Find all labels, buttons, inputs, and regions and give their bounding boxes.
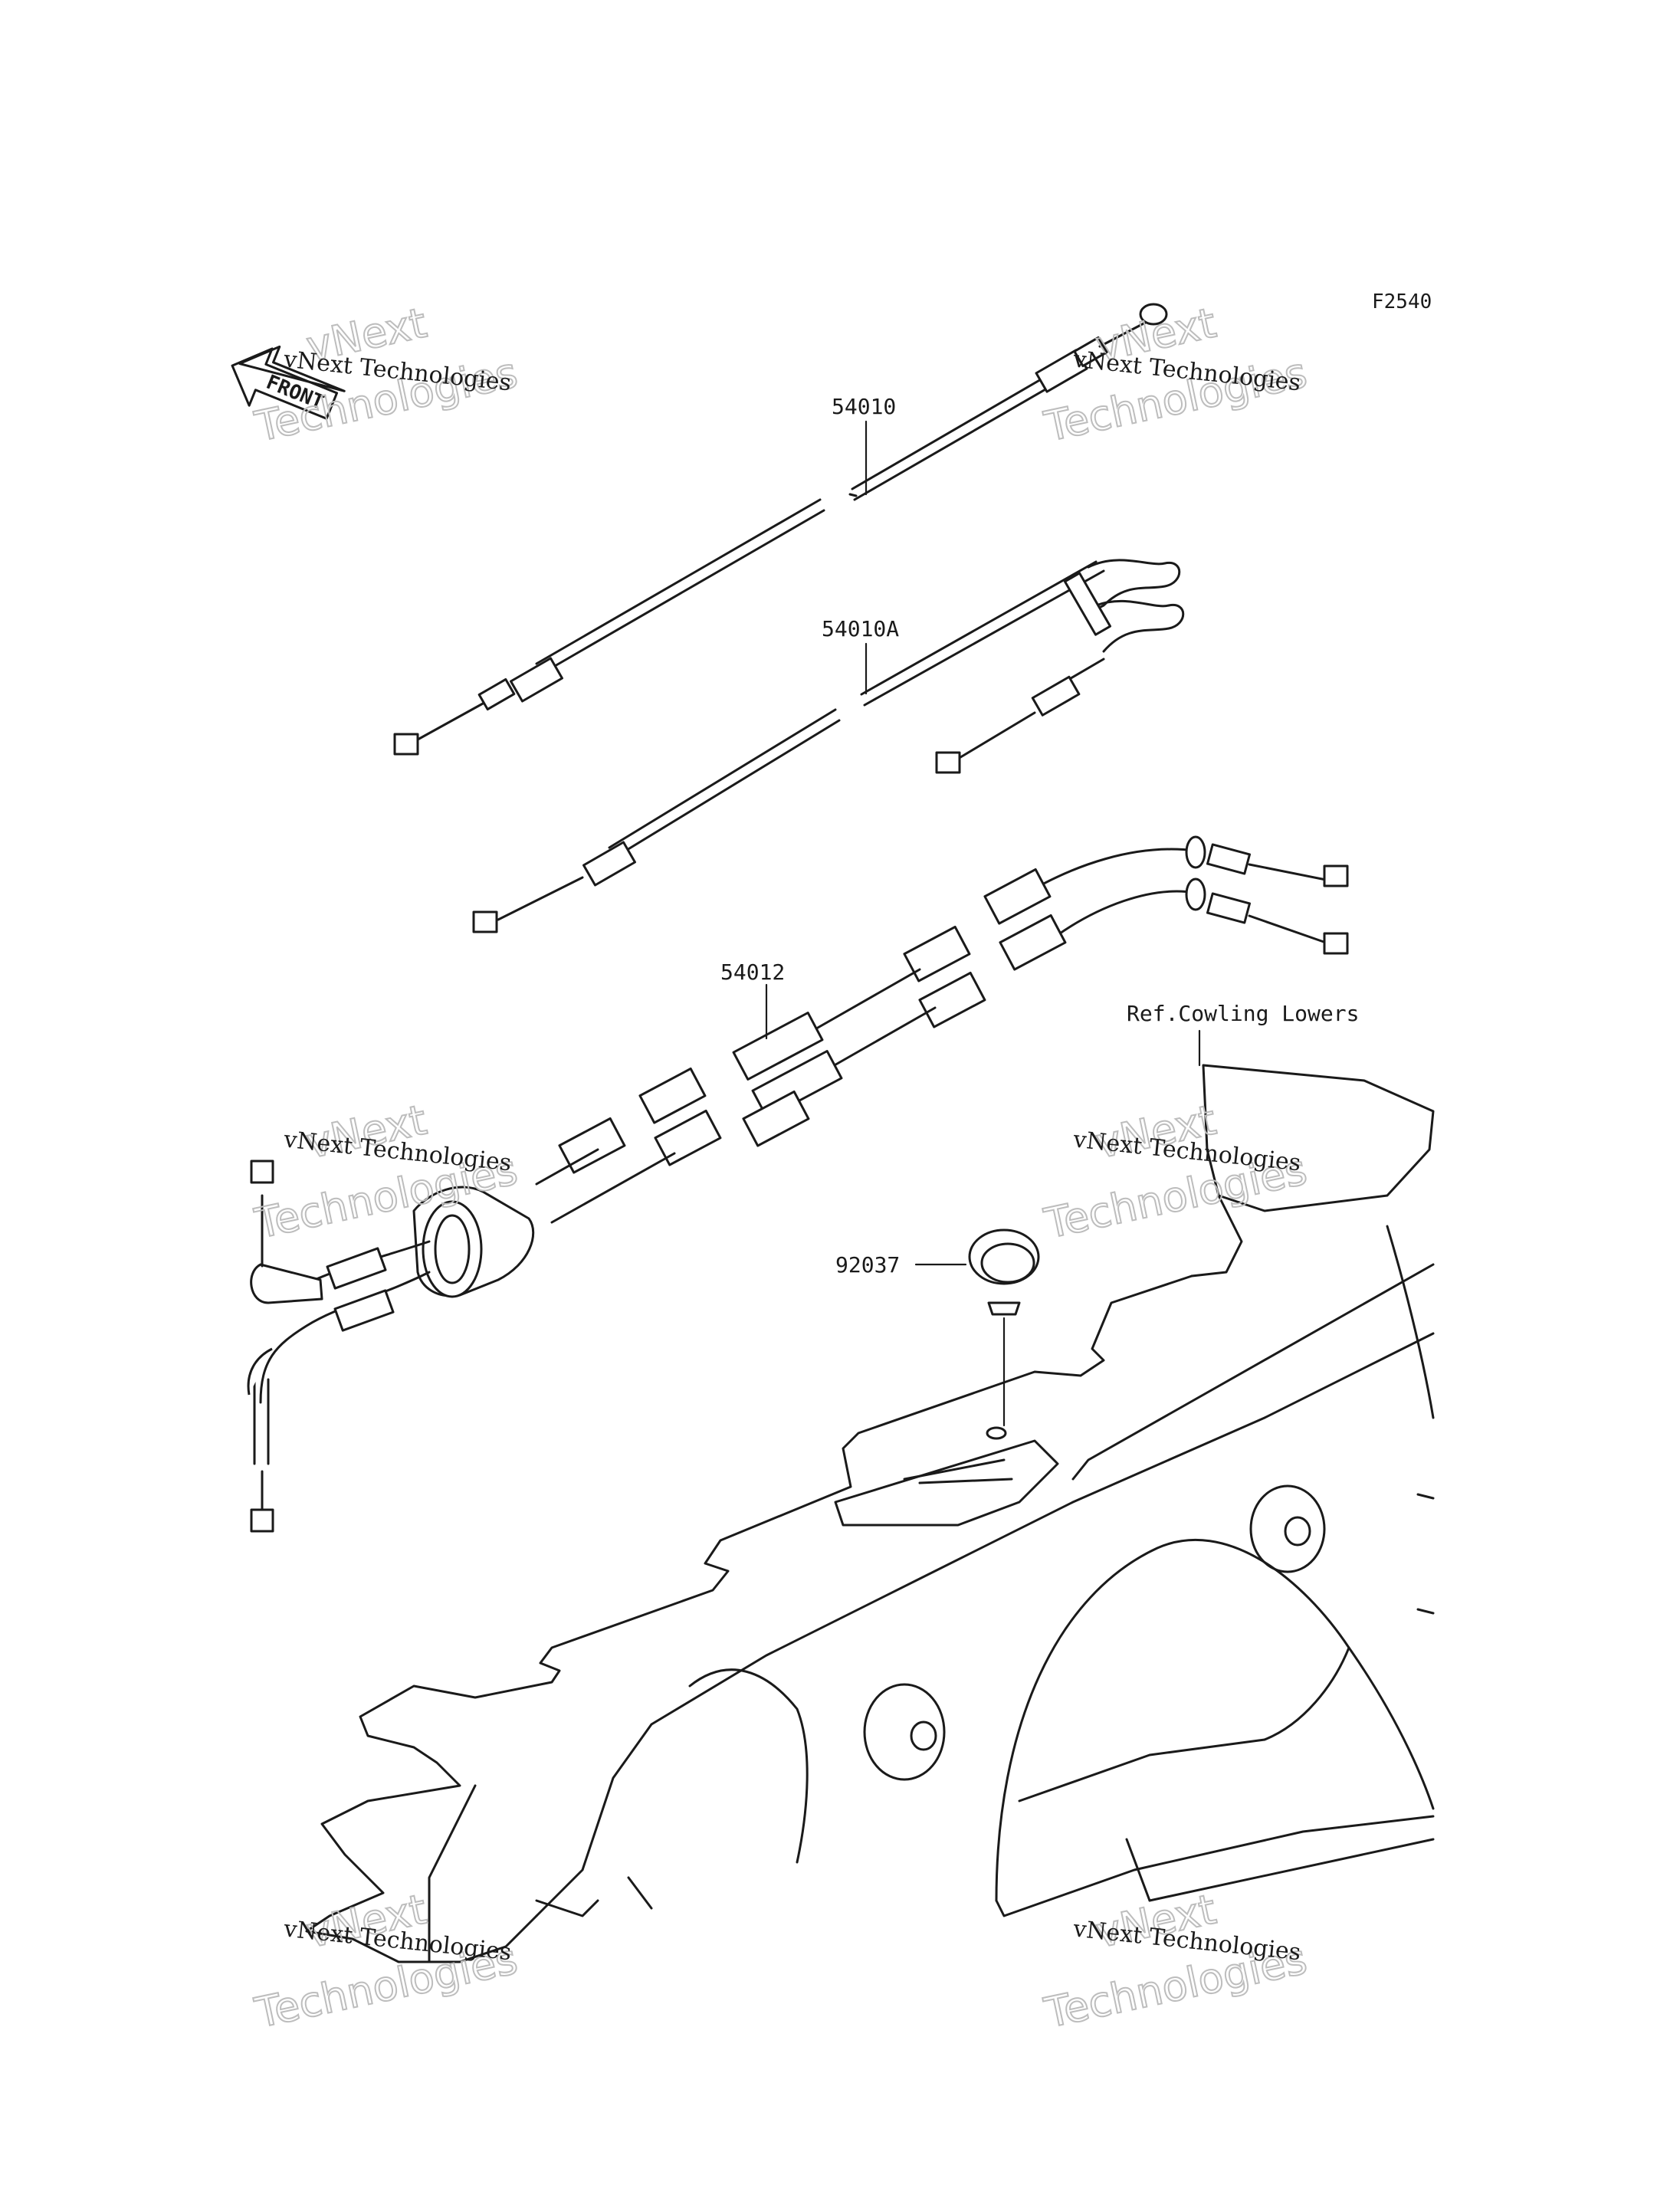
watermark-bottom-right: vNext Technologies vNext Technologies <box>1039 1884 1311 2039</box>
watermark-bottom-left: vNext Technologies vNext Technologies <box>250 1884 522 2039</box>
throttle-cable-54010: 54010 <box>393 303 1168 756</box>
callout-54010: 54010 <box>832 394 896 419</box>
callout-54012: 54012 <box>720 959 785 985</box>
diagram-code: F2540 <box>1372 290 1432 313</box>
throttle-cable-54010A: 54010A <box>472 559 1185 933</box>
watermark-mid-right: vNext Technologies vNext Technologies <box>1039 1095 1311 1249</box>
callout-92037: 92037 <box>835 1252 900 1278</box>
frame-outline: Ref.Cowling Lowers <box>305 1001 1435 1963</box>
choke-cable-54012: 54012 <box>247 835 1349 1533</box>
reference-note: Ref.Cowling Lowers <box>1127 1001 1359 1026</box>
watermark-top-right: vNext Technologies vNext Technologies <box>1039 298 1311 452</box>
grommet-92037: 92037 <box>835 1228 1040 1440</box>
callout-54010A: 54010A <box>822 616 899 641</box>
